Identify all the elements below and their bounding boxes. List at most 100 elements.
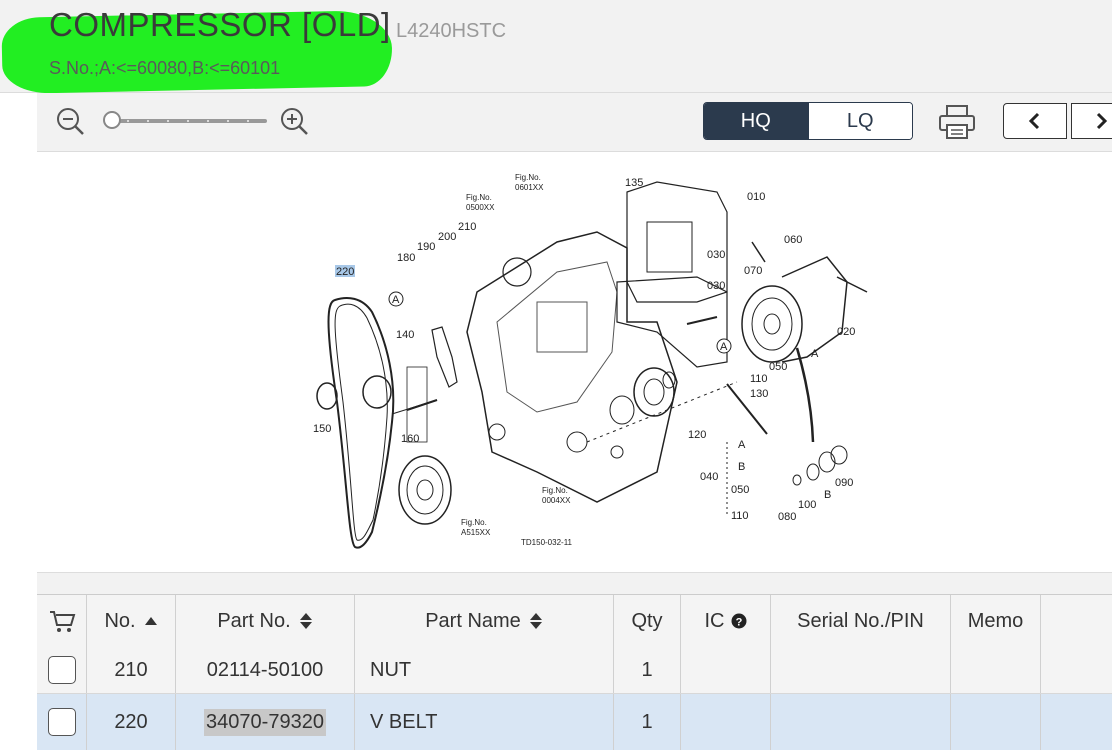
callout-050[interactable]: 050: [769, 361, 787, 373]
column-no[interactable]: No.: [87, 595, 176, 647]
callout-180[interactable]: 180: [397, 252, 415, 264]
callout-130[interactable]: 130: [750, 388, 768, 400]
cell-serial: [771, 694, 951, 750]
callout-080[interactable]: 080: [778, 511, 796, 523]
zoom-out-icon[interactable]: [55, 106, 87, 138]
left-margin: [0, 0, 37, 750]
column-part-no[interactable]: Part No.: [176, 595, 355, 647]
callout-210[interactable]: 210: [458, 221, 476, 233]
cart-icon: [49, 611, 75, 632]
help-icon[interactable]: ?: [731, 613, 747, 629]
cell-part-name: NUT: [355, 647, 614, 693]
chevron-left-icon: [1028, 112, 1040, 130]
column-no-label: No.: [104, 609, 136, 632]
callout-030a[interactable]: 030: [707, 249, 725, 261]
callout-a-list[interactable]: A: [738, 439, 746, 451]
zoom-slider-thumb[interactable]: [103, 111, 121, 129]
column-qty-label: Qty: [631, 609, 663, 632]
callout-135[interactable]: 135: [625, 177, 643, 189]
parts-diagram[interactable]: 220 180 190 200 210 135 010 030 030 060 …: [37, 152, 1112, 572]
serial-range: S.No.;A:<=60080,B:<=60101: [49, 58, 281, 78]
chevron-right-icon: [1096, 112, 1108, 130]
row-select: [37, 647, 87, 693]
cell-ic: [681, 694, 771, 750]
cell-no: 210: [87, 647, 176, 693]
table-header: No. Part No. Part Name Qty IC ? Serial N…: [37, 594, 1112, 648]
callout-a-compressor: A: [811, 348, 819, 360]
callout-060[interactable]: 060: [784, 234, 802, 246]
column-ic-label: IC: [704, 609, 725, 632]
zoom-in-icon[interactable]: [279, 106, 311, 138]
row-checkbox[interactable]: [47, 656, 76, 684]
cell-part-no: 02114-50100: [176, 647, 355, 693]
hq-button[interactable]: HQ: [704, 103, 808, 139]
callout-010[interactable]: 010: [747, 191, 765, 203]
callout-050-list[interactable]: 050: [731, 484, 749, 496]
cell-no: 220: [87, 694, 176, 750]
column-memo: Memo: [951, 595, 1041, 647]
callout-030b[interactable]: 030: [707, 280, 725, 292]
callout-190[interactable]: 190: [417, 241, 435, 253]
callout-020[interactable]: 020: [837, 326, 855, 338]
cell-memo[interactable]: [951, 647, 1041, 693]
table-row-selected[interactable]: 220 34070-79320 V BELT 1: [37, 694, 1112, 750]
sort-icon: [299, 613, 312, 629]
diagram-toolbar: HQ LQ: [37, 93, 1112, 152]
column-serial-label: Serial No./PIN: [797, 609, 924, 632]
callout-110[interactable]: 110: [750, 373, 768, 385]
callout-110-list[interactable]: 110: [731, 510, 749, 522]
fig-ref-0500: Fig.No.0500XX: [466, 193, 495, 212]
callout-200[interactable]: 200: [438, 231, 456, 243]
cell-part-name: V BELT: [355, 694, 614, 750]
fig-ref-0601: Fig.No.0601XX: [515, 173, 544, 192]
callout-100[interactable]: 100: [798, 499, 816, 511]
zoom-slider[interactable]: [107, 119, 267, 123]
cell-serial: [771, 647, 951, 693]
part-no-highlight: 34070-79320: [204, 708, 326, 736]
row-select: [37, 694, 87, 750]
callout-160[interactable]: 160: [401, 433, 419, 445]
column-qty: Qty: [614, 595, 681, 647]
sort-icon: [529, 613, 542, 629]
column-part-name-label: Part Name: [425, 609, 521, 632]
drawing-code: TD150-032-11: [521, 538, 573, 547]
column-serial: Serial No./PIN: [771, 595, 951, 647]
column-part-name[interactable]: Part Name: [355, 595, 614, 647]
callout-150[interactable]: 150: [313, 423, 331, 435]
cell-ic: [681, 647, 771, 693]
table-row[interactable]: 210 02114-50100 NUT 1: [37, 647, 1112, 694]
callout-a-circle-1: A: [392, 294, 400, 306]
callout-b-list[interactable]: B: [738, 461, 745, 473]
callout-040[interactable]: 040: [700, 471, 718, 483]
callout-220[interactable]: 220: [336, 266, 354, 278]
cell-qty: 1: [614, 694, 681, 750]
callout-120[interactable]: 120: [688, 429, 706, 441]
callout-140[interactable]: 140: [396, 329, 414, 341]
printer-icon[interactable]: [937, 103, 977, 141]
quality-toggle: HQ LQ: [703, 102, 913, 140]
model-label: L4240HSTC: [396, 20, 507, 42]
column-memo-label: Memo: [967, 609, 1024, 632]
cell-part-no: 34070-79320: [176, 694, 355, 750]
column-ic: IC ?: [681, 595, 771, 647]
callout-a-circle-2: A: [720, 341, 728, 353]
svg-text:?: ?: [735, 617, 742, 629]
row-checkbox[interactable]: [47, 708, 76, 736]
page-header: COMPRESSOR [OLD] L4240HSTC S.No.;A:<=600…: [0, 0, 1112, 95]
divider: [37, 572, 1112, 595]
callout-090[interactable]: 090: [835, 477, 853, 489]
page-title: COMPRESSOR [OLD]: [49, 6, 391, 43]
previous-button[interactable]: [1003, 103, 1067, 139]
cell-qty: 1: [614, 647, 681, 693]
cart-column-header[interactable]: [37, 595, 87, 647]
callout-070[interactable]: 070: [744, 265, 762, 277]
exploded-view-drawing: 220 180 190 200 210 135 010 030 030 060 …: [313, 173, 868, 549]
callout-b[interactable]: B: [824, 489, 831, 501]
fig-ref-0004: Fig.No.0004XX: [542, 486, 571, 505]
sort-ascending-icon: [144, 617, 157, 625]
fig-ref-a515: Fig.No.A515XX: [461, 518, 491, 537]
lq-button[interactable]: LQ: [807, 103, 912, 139]
cell-memo[interactable]: [951, 694, 1041, 750]
next-button[interactable]: [1071, 103, 1112, 139]
column-part-no-label: Part No.: [217, 609, 291, 632]
